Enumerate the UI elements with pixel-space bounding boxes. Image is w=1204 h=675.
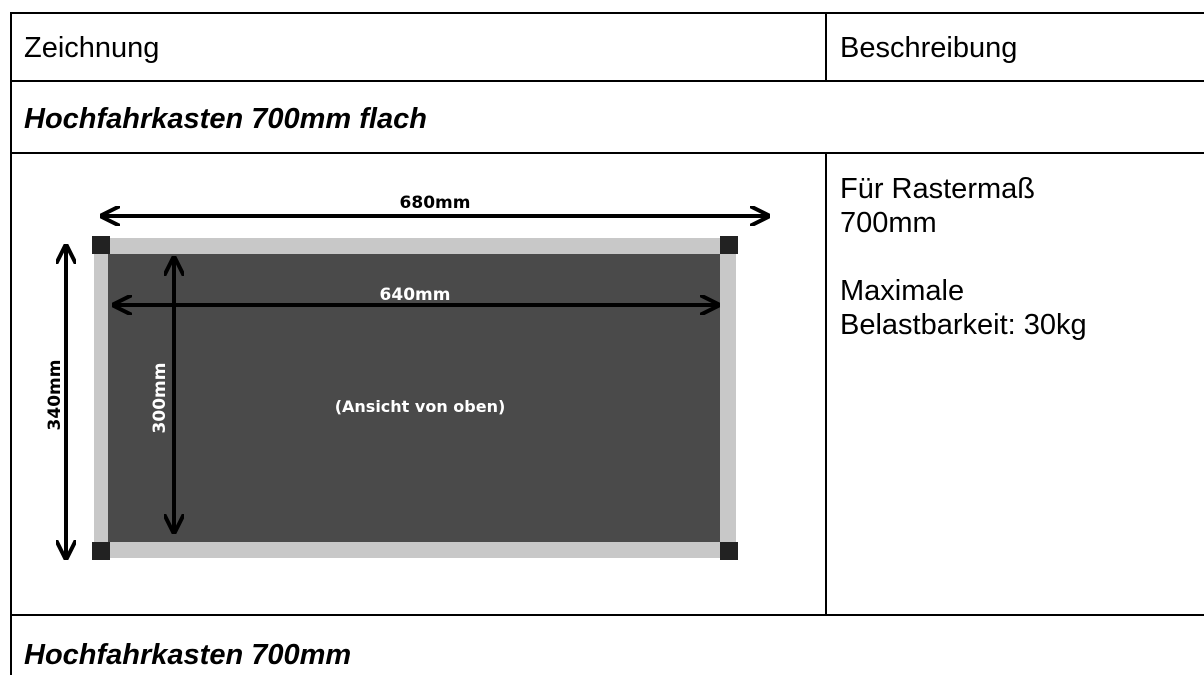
description-cell: Für Rastermaß 700mm Maximale Belastbarke…: [840, 172, 1087, 342]
section-title: Hochfahrkasten 700mm: [24, 639, 352, 671]
inner-width-label: 640mm: [380, 285, 451, 305]
top-view-drawing: 680mm 640mm 340mm 300mm (Ansicht von obe…: [20, 180, 800, 605]
corner-bottom-right: [720, 542, 738, 560]
outer-width-label: 680mm: [400, 193, 471, 213]
table-rule-row-bottom: [10, 614, 1204, 616]
corner-bottom-left: [92, 542, 110, 560]
table-column-divider-row: [825, 152, 827, 616]
outer-height-label: 340mm: [45, 360, 65, 431]
frame-rail-top: [100, 238, 730, 254]
description-line: Maximale: [840, 275, 965, 307]
header-beschreibung: Beschreibung: [840, 32, 1018, 64]
header-zeichnung: Zeichnung: [24, 32, 160, 64]
frame-rail-bottom: [100, 542, 730, 558]
frame-rail-left: [94, 246, 110, 548]
inner-height-label: 300mm: [150, 363, 170, 434]
corner-top-left: [92, 236, 110, 254]
description-line: Für Rastermaß: [840, 173, 1035, 205]
table-rule-left: [10, 12, 12, 675]
table-column-divider-header: [825, 12, 827, 82]
table-rule-section-title-bottom: [10, 152, 1204, 154]
view-label: (Ansicht von oben): [335, 397, 506, 416]
table-rule-header-bottom: [10, 80, 1204, 82]
description-line: 700mm: [840, 207, 937, 239]
corner-top-right: [720, 236, 738, 254]
section-title: Hochfahrkasten 700mm flach: [24, 103, 427, 135]
frame-rail-right: [720, 246, 736, 548]
description-line: Belastbarkeit: 30kg: [840, 309, 1087, 341]
table-rule-top: [10, 12, 1204, 14]
